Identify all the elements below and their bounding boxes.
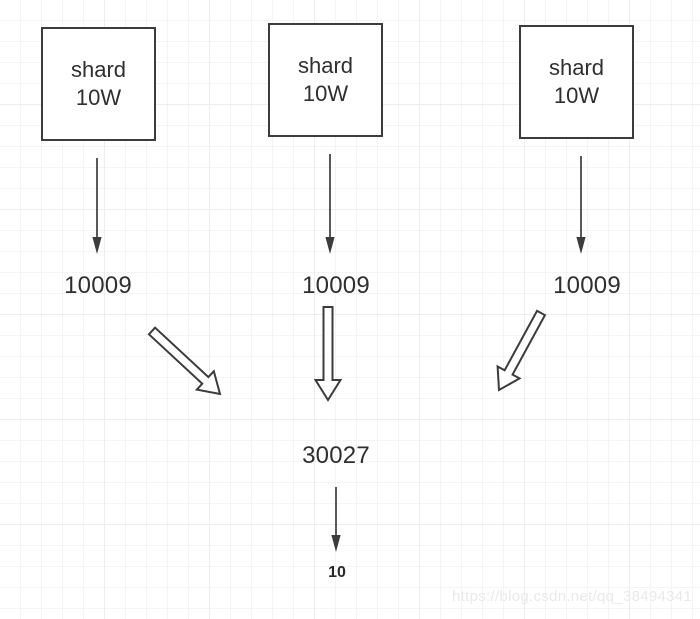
shard-box-middle[interactable]: shard 10W [268,23,383,137]
count-label-middle: 10009 [302,272,370,299]
shard-title-label: shard [297,52,354,78]
block-arrow-group [147,306,547,402]
count-label-right: 10009 [553,272,621,299]
shard-capacity-label: 10W [302,81,349,106]
block-arrow-right-diagonal [496,309,547,392]
thin-arrow-group [92,154,586,552]
thin-arrow-final-head [331,535,341,552]
watermark-text: https://blog.csdn.net/qq_38494341 [452,588,693,605]
merged-total-label: 30027 [302,442,370,469]
count-label-left: 10009 [64,272,132,299]
shard-title-label: shard [70,56,127,82]
shard-title-label: shard [548,54,605,80]
thin-arrow-middle-head [325,237,335,254]
shard-box-right[interactable]: shard 10W [519,25,634,139]
thin-arrow-right-head [576,237,586,254]
shard-box-left[interactable]: shard 10W [41,27,156,141]
block-arrow-middle-vertical [313,306,343,402]
final-result-label: 10 [328,564,346,581]
shard-capacity-label: 10W [553,83,600,108]
block-arrow-left-diagonal [147,326,222,396]
thin-arrow-left-head [92,237,102,254]
shard-capacity-label: 10W [75,85,122,110]
